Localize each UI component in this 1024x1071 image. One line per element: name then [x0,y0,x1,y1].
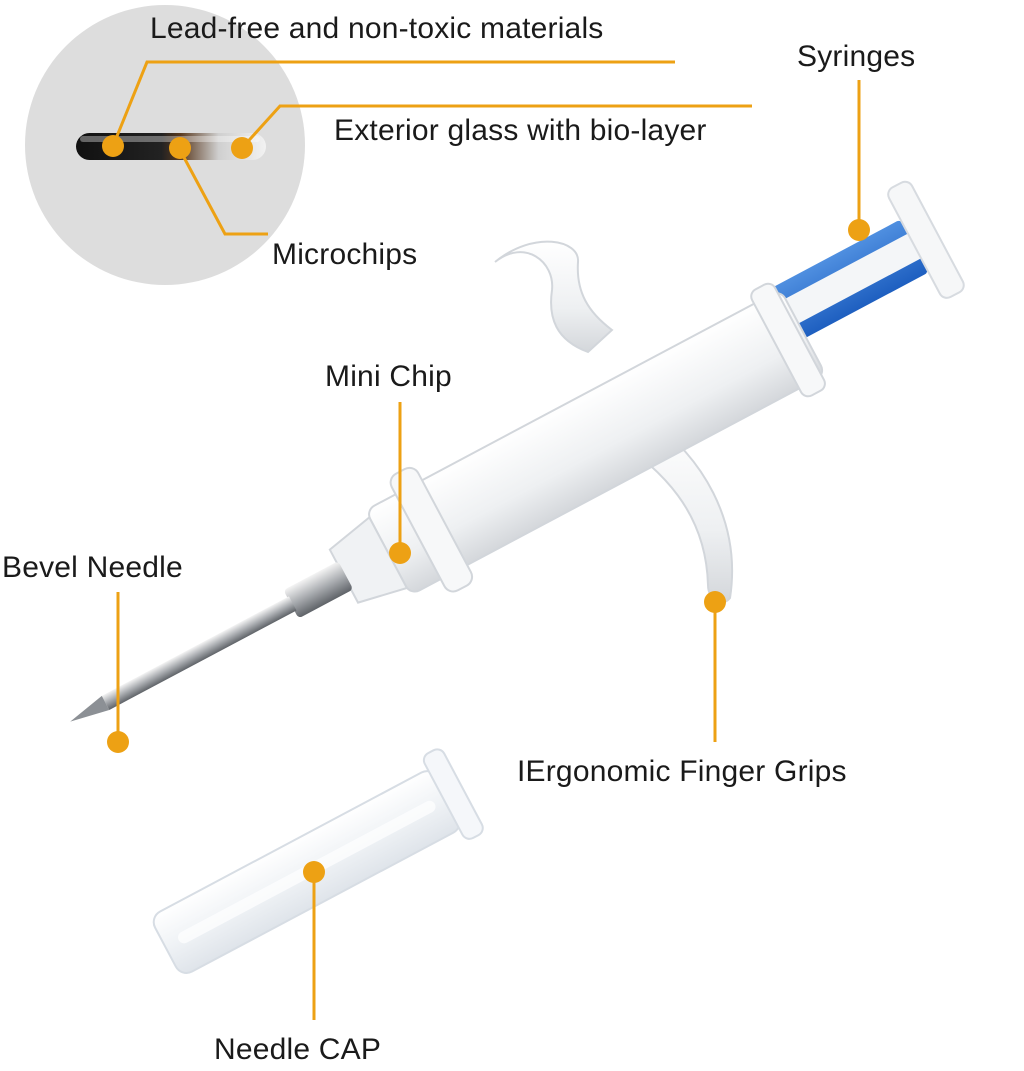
label-needle-cap: Needle CAP [214,1033,382,1066]
dot-mini-chip [389,542,411,564]
label-exterior-glass: Exterior glass with bio-layer [334,114,707,147]
dot-microchips [169,137,191,159]
dot-bevel-needle [107,731,129,753]
dot-lead-free [102,135,124,157]
dot-finger-grips [704,591,726,613]
label-microchips: Microchips [272,238,418,271]
dot-syringes [848,219,870,241]
label-lead-free: Lead-free and non-toxic materials [150,12,604,45]
label-syringes: Syringes [797,40,916,73]
dot-exterior-glass [231,137,253,159]
dot-needle-cap [303,861,325,883]
microchip-injector-syringe-icon [70,180,965,722]
label-mini-chip: Mini Chip [325,360,452,393]
callout-dots [102,135,870,883]
label-finger-grips: IErgonomic Finger Grips [517,755,847,788]
leader-lines [111,60,861,1020]
label-bevel-needle: Bevel Needle [2,551,183,584]
